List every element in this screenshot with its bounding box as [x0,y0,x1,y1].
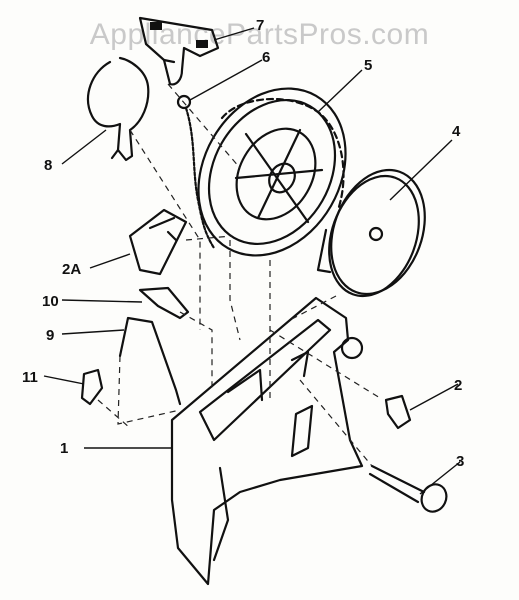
callout-1: 1 [60,440,68,457]
callout-11: 11 [22,369,38,386]
part-1-main-bracket [170,296,364,586]
callout-5: 5 [364,57,372,74]
callout-10: 10 [42,293,59,310]
assembly-lines [97,83,381,467]
callout-4: 4 [452,123,461,140]
part-2-small-clip [384,394,412,430]
part-11-clip [80,368,104,406]
part-7-starter-handle [138,16,220,86]
callout-3: 3 [456,453,464,470]
part-2a-bracket-plate [128,208,188,276]
part-4-cover-disc [316,168,426,298]
callout-8: 8 [44,157,52,174]
callout-labels: 1 2 2A 3 4 5 6 7 8 9 10 11 [22,17,464,470]
leader-lines [43,27,461,495]
callout-7: 7 [256,17,264,34]
part-3-bolt [368,464,448,513]
part-8-wire-spring [87,56,150,162]
callout-6: 6 [262,49,270,66]
callout-9: 9 [46,327,54,344]
part-10-clip-plate [138,286,190,320]
callout-2: 2 [454,377,462,394]
callout-2a: 2A [62,261,81,278]
part-9-wire [118,316,182,406]
